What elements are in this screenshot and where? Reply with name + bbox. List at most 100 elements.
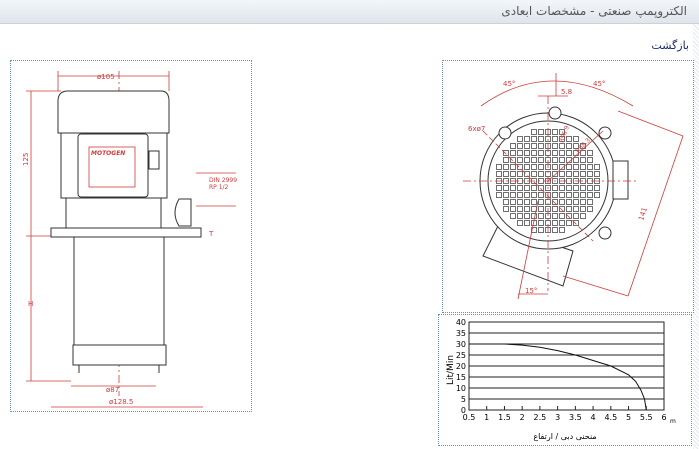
grille-hole <box>559 143 565 149</box>
grille-hole <box>594 171 600 177</box>
grille-hole <box>503 206 509 212</box>
top-view-drawing: 45° 45° 5.8 6xø7 R56.9 R58.3 141 15° <box>463 73 684 300</box>
grille-hole <box>587 206 593 212</box>
grille-hole <box>538 136 544 142</box>
grille-hole <box>538 129 544 135</box>
grille-hole <box>531 157 537 163</box>
grille-hole <box>538 199 544 205</box>
grille-hole <box>552 136 558 142</box>
grille-hole <box>524 199 530 205</box>
grille-hole <box>538 150 544 156</box>
grille-hole <box>566 171 572 177</box>
grille-hole <box>510 157 516 163</box>
grille-hole <box>587 150 593 156</box>
y-tick-label: 30 <box>456 340 466 349</box>
grille-hole <box>503 178 509 184</box>
grille-hole <box>538 143 544 149</box>
grille-hole <box>573 206 579 212</box>
grille-hole <box>517 164 523 170</box>
grille-hole <box>510 164 516 170</box>
grille-hole <box>503 164 509 170</box>
dim-t: T <box>208 230 214 238</box>
grille-hole <box>587 185 593 191</box>
grille-hole <box>510 143 516 149</box>
grille-hole <box>531 171 537 177</box>
grille-hole <box>580 150 586 156</box>
grille-hole <box>566 185 572 191</box>
grille-hole <box>580 185 586 191</box>
grille-hole <box>552 150 558 156</box>
grille-hole <box>559 199 565 205</box>
x-tick-label: 1 <box>484 413 489 422</box>
grille-hole <box>559 220 565 226</box>
x-tick-label: 5.5 <box>640 413 653 422</box>
grille-hole <box>552 227 558 233</box>
grille-hole <box>559 213 565 219</box>
dim-dia-base: ø87 <box>106 386 119 394</box>
side-view-drawing: MOTOGEN ø105 125 DIN 2999 RP 1/2 H T ø87… <box>22 71 237 408</box>
grille-hole <box>580 192 586 198</box>
grille-hole <box>538 164 544 170</box>
grille-hole <box>552 206 558 212</box>
grille-hole <box>573 143 579 149</box>
brand-label: MOTOGEN <box>91 150 125 157</box>
grille-hole <box>587 164 593 170</box>
grille-hole <box>580 157 586 163</box>
grille-hole <box>503 192 509 198</box>
y-tick-label: 15 <box>456 373 466 382</box>
grille-hole <box>510 150 516 156</box>
grille-hole <box>594 185 600 191</box>
dim-rp: RP 1/2 <box>209 184 229 191</box>
grille-hole <box>531 227 537 233</box>
grille-hole <box>566 136 572 142</box>
back-link[interactable]: بازگشت <box>651 39 689 52</box>
series-line-curve <box>469 343 647 411</box>
grille-hole <box>559 227 565 233</box>
grille-hole <box>552 220 558 226</box>
grille-hole <box>517 206 523 212</box>
y-tick-label: 20 <box>456 362 466 371</box>
grille-hole <box>566 199 572 205</box>
grille-hole <box>538 206 544 212</box>
y-tick-label: 10 <box>456 384 466 393</box>
dim-din: DIN 2999 <box>209 177 237 184</box>
grille-hole <box>510 192 516 198</box>
grille-hole <box>566 206 572 212</box>
grille-hole <box>587 199 593 205</box>
y-tick-label: 35 <box>456 329 466 338</box>
grille-hole <box>552 213 558 219</box>
x-tick-label: 4.5 <box>604 413 617 422</box>
dim-angle-left: 45° <box>503 80 515 88</box>
chart-xlabel: منحنی دبی / ارتفاع <box>533 432 596 441</box>
grille-hole <box>587 192 593 198</box>
grille-hole <box>496 171 502 177</box>
grille-hole <box>552 171 558 177</box>
grille-hole <box>580 171 586 177</box>
grille-hole <box>545 136 551 142</box>
grille-hole <box>573 185 579 191</box>
grille-hole <box>559 171 565 177</box>
grille-hole <box>580 199 586 205</box>
grille-hole <box>566 213 572 219</box>
grille-hole <box>552 164 558 170</box>
x-tick-label: 4 <box>591 413 596 422</box>
grille-hole <box>538 185 544 191</box>
grille-hole <box>538 192 544 198</box>
x-tick-label: 3 <box>555 413 560 422</box>
grille-hole <box>496 192 502 198</box>
grille-hole <box>517 171 523 177</box>
y-tick-label: 0 <box>461 406 466 415</box>
grille-hole <box>573 192 579 198</box>
grille-hole <box>552 157 558 163</box>
grille-hole <box>538 213 544 219</box>
grille-hole <box>510 185 516 191</box>
grille-hole <box>531 164 537 170</box>
dim-motor-height: 125 <box>22 153 30 166</box>
x-tick-label: 3.5 <box>569 413 582 422</box>
grille-hole <box>531 150 537 156</box>
dim-angle-right: 45° <box>593 80 605 88</box>
grille-hole <box>573 171 579 177</box>
grille-hole <box>524 220 530 226</box>
dim-dia-top: ø105 <box>97 73 115 81</box>
grille-hole <box>517 220 523 226</box>
